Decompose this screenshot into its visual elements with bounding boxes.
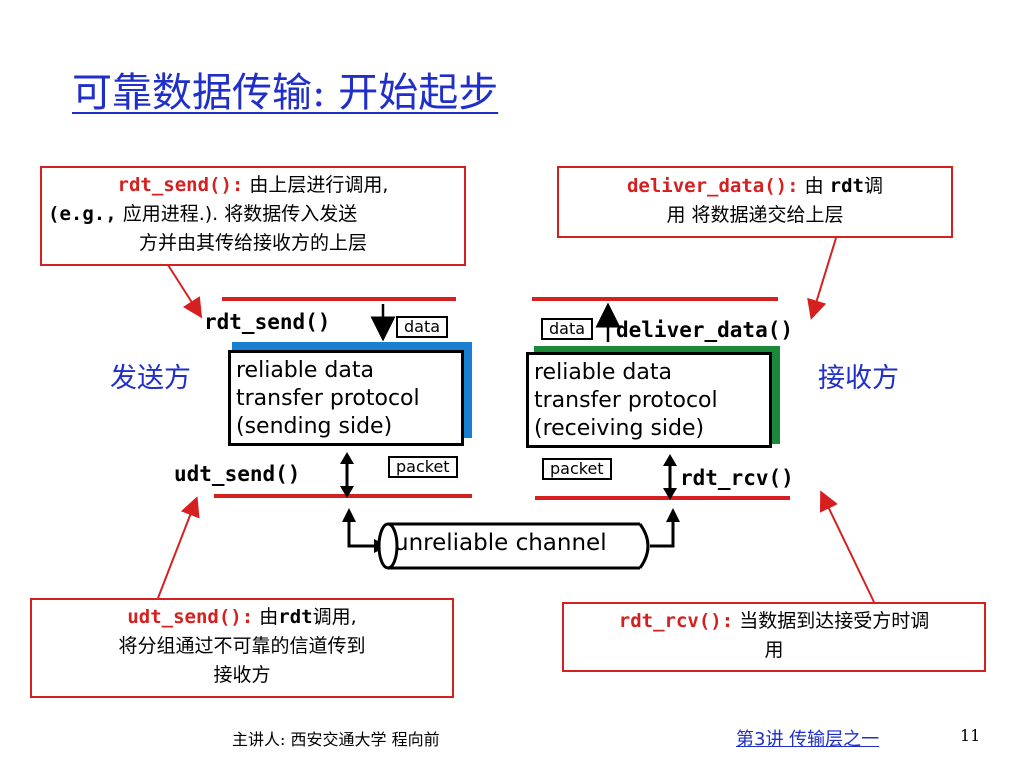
callout-arrow-udt-send (157, 496, 200, 599)
receiver-side-label: 接收方 (818, 363, 899, 394)
page-title: 可靠数据传输: 开始起步 (72, 70, 499, 116)
note-rdt-rcv-code: rdt_rcv(): (618, 610, 734, 632)
note-udt-send-line3: 接收方 (213, 664, 271, 686)
note-rdt-rcv-text1: 当数据到达接受方时调 (739, 610, 930, 632)
note-udt-send: udt_send(): 由rdt调用, 将分组通过不可靠的信道传到 接收方 (30, 598, 454, 698)
footer-presenter: 主讲人: 西安交通大学 程向前 (232, 730, 440, 749)
callout-arrow-rdt-send (167, 264, 203, 319)
receiver-deliver-data-call: deliver_data() (616, 318, 794, 342)
note-deliver-data-text1: 由 (804, 175, 824, 197)
note-deliver-data-text2: 调 (864, 175, 884, 197)
note-rdt-rcv: rdt_rcv(): 当数据到达接受方时调 用 (562, 602, 986, 672)
unreliable-channel-pipe (377, 522, 650, 570)
sender-packet-label: packet (388, 456, 458, 478)
sender-protocol-line-2: transfer protocol (236, 386, 420, 411)
receiver-packet-label: packet (542, 458, 612, 480)
receiver-data-label: data (541, 318, 594, 340)
note-udt-send-line2: 将分组通过不可靠的信道传到 (118, 635, 366, 657)
receiver-protocol-line-1: reliable data (534, 360, 672, 385)
sender-side-label: 发送方 (110, 363, 191, 394)
note-rdt-rcv-line2: 用 (764, 639, 784, 661)
note-deliver-data-line2: 用 将数据递交给上层 (666, 204, 844, 226)
sender-channel-connector (347, 520, 378, 548)
sender-data-label: data (396, 316, 449, 338)
receiver-rdt-rcv-call: rdt_rcv() (680, 466, 794, 490)
receiver-protocol-line-3: (receiving side) (534, 416, 705, 441)
note-rdt-send-line1: 由上层进行调用, (249, 174, 389, 196)
sender-protocol-box: reliable data transfer protocol (sending… (228, 350, 464, 446)
callout-arrow-rdt-rcv (819, 490, 875, 603)
note-rdt-send-line3: 方并由其传给接收方的上层 (138, 232, 367, 254)
sender-udt-send-call: udt_send() (174, 462, 301, 486)
note-rdt-send-line2: 应用进程.). 将数据传入发送 (122, 203, 358, 225)
receiver-protocol-box: reliable data transfer protocol (receivi… (526, 352, 772, 448)
note-rdt-send: rdt_send(): 由上层进行调用, (e.g., 应用进程.). 将数据传… (40, 166, 466, 266)
callout-arrow-deliver-data (807, 237, 837, 320)
sender-protocol-line-1: reliable data (236, 358, 374, 383)
note-udt-send-text2: 调用, (312, 606, 357, 628)
receiver-protocol-line-2: transfer protocol (534, 388, 718, 413)
note-rdt-send-code: rdt_send(): (117, 174, 244, 196)
sender-protocol-line-3: (sending side) (236, 414, 393, 439)
unreliable-channel-label: unreliable channel (394, 530, 607, 556)
sender-rdt-send-call: rdt_send() (204, 310, 331, 334)
footer-lecture-link[interactable]: 第3讲 传输层之一 (736, 729, 880, 750)
note-udt-send-rdt: rdt (278, 606, 313, 628)
note-udt-send-code: udt_send(): (127, 606, 254, 628)
receiver-channel-connector (650, 520, 675, 548)
footer-page-number: 11 (960, 726, 981, 745)
note-deliver-data: deliver_data(): 由 rdt调 用 将数据递交给上层 (557, 166, 953, 238)
note-udt-send-text1: 由 (259, 606, 279, 628)
note-deliver-data-code: deliver_data(): (626, 175, 799, 197)
note-deliver-data-rdt: rdt (829, 175, 864, 197)
note-rdt-send-eg: (e.g., (48, 203, 117, 225)
